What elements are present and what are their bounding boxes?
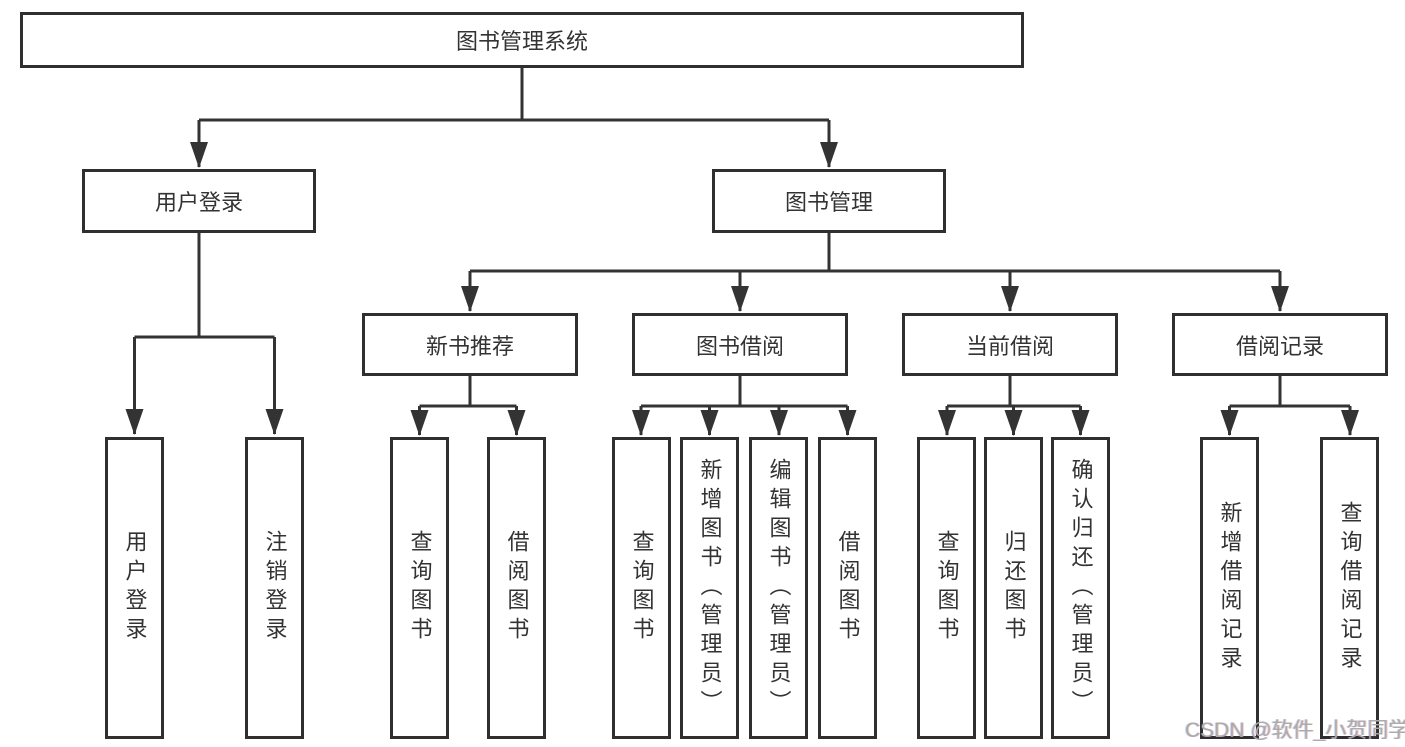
node-label: 图书借阅 xyxy=(695,333,784,359)
node-label: 当前借阅 xyxy=(965,333,1054,359)
node-label: 确认归还（管理员） xyxy=(1068,457,1094,719)
leaf-bb-add-book-admin: 新增图书（管理员） xyxy=(680,437,739,739)
leaf-user-login: 用户登录 xyxy=(105,437,164,739)
node-label: 借阅记录 xyxy=(1235,333,1324,359)
leaf-logout-login: 注销登录 xyxy=(245,437,304,739)
node-current-borrow: 当前借阅 xyxy=(902,313,1118,376)
node-label: 编辑图书（管理员） xyxy=(766,457,792,719)
leaf-bb-edit-book-admin: 编辑图书（管理员） xyxy=(749,437,808,739)
node-library-management-system: 图书管理系统 xyxy=(20,12,1024,68)
leaf-nb-query-book: 查询图书 xyxy=(390,437,449,739)
node-label: 注销登录 xyxy=(262,530,288,646)
node-new-book-recommend: 新书推荐 xyxy=(362,313,578,376)
node-label: 查询图书 xyxy=(629,530,655,646)
leaf-bb-borrow-book: 借阅图书 xyxy=(818,437,877,739)
connector-group xyxy=(125,68,1359,436)
node-label: 归还图书 xyxy=(1001,530,1027,646)
node-label: 用户登录 xyxy=(154,190,243,215)
node-borrow-records: 借阅记录 xyxy=(1172,313,1388,376)
leaf-cb-query-book: 查询图书 xyxy=(917,437,976,739)
node-user-login: 用户登录 xyxy=(82,169,316,233)
leaf-bb-query-book: 查询图书 xyxy=(612,437,671,739)
node-label: 新增借阅记录 xyxy=(1217,501,1243,675)
node-label: 借阅图书 xyxy=(504,530,530,646)
leaf-br-query-borrow-record: 查询借阅记录 xyxy=(1320,437,1379,739)
node-label: 查询图书 xyxy=(407,530,433,646)
node-label: 用户登录 xyxy=(122,530,148,646)
node-label: 查询图书 xyxy=(934,530,960,646)
leaf-br-add-borrow-record: 新增借阅记录 xyxy=(1200,437,1259,739)
node-label: 新增图书（管理员） xyxy=(697,457,723,719)
node-label: 图书管理 xyxy=(784,190,873,215)
node-label: 借阅图书 xyxy=(835,530,861,646)
node-label: 新书推荐 xyxy=(425,333,514,359)
node-book-borrow: 图书借阅 xyxy=(632,313,848,376)
leaf-nb-borrow-book: 借阅图书 xyxy=(487,437,546,739)
node-label: 查询借阅记录 xyxy=(1337,501,1363,675)
leaf-cb-return-book: 归还图书 xyxy=(984,437,1043,739)
node-label: 图书管理系统 xyxy=(455,29,588,54)
leaf-cb-confirm-return-admin: 确认归还（管理员） xyxy=(1051,437,1110,739)
node-book-management: 图书管理 xyxy=(712,169,946,233)
csdn-watermark: CSDN @软件_小贺同学 xyxy=(1185,719,1405,742)
